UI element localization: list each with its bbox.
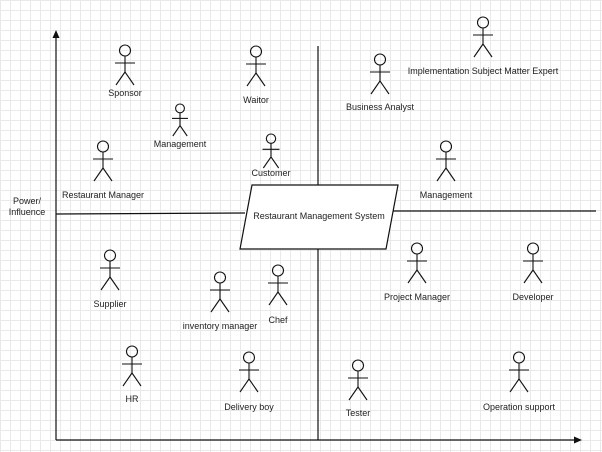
actor-head (96, 140, 110, 153)
y-axis-arrowhead (52, 30, 60, 38)
actor-head (439, 140, 453, 153)
actor-right-leg (518, 378, 529, 393)
actor-right-leg (357, 386, 368, 401)
actor-label-operation-support: Operation support (482, 402, 556, 412)
actor-figure-tester (348, 359, 368, 401)
actor-head (512, 351, 526, 364)
actor-head (410, 242, 424, 255)
actor-label-implementation-sme: Implementation Subject Matter Expert (407, 66, 559, 76)
actor-right-leg (482, 43, 493, 58)
actor-label-developer: Developer (512, 292, 554, 302)
actor-figure-hr (122, 345, 142, 387)
actor-head (265, 133, 277, 144)
actor-label-supplier: Supplier (93, 299, 127, 309)
actor-figure-business-analyst (370, 53, 390, 95)
actor-head (373, 53, 387, 66)
actor-figure-developer (523, 242, 543, 284)
actor-figure-customer (262, 133, 280, 169)
actor-figure-restaurant-manager (93, 140, 113, 182)
actor-figures (93, 16, 543, 401)
actor-head (242, 351, 256, 364)
actor-figure-operation-support (509, 351, 529, 393)
actor-left-leg (115, 71, 126, 86)
actor-label-restaurant-manager: Restaurant Manager (61, 190, 145, 200)
actor-right-leg (124, 71, 135, 86)
actor-left-leg (172, 125, 181, 137)
actor-label-waitor: Waitor (243, 95, 269, 105)
actor-right-leg (270, 156, 280, 169)
actor-left-leg (239, 378, 250, 393)
system-box (239, 184, 399, 250)
actor-right-leg (532, 269, 543, 284)
actor-left-leg (210, 298, 221, 313)
actor-left-leg (268, 291, 279, 306)
actor-label-hr: HR (125, 394, 139, 404)
actor-left-leg (122, 372, 133, 387)
actor-left-leg (246, 72, 257, 87)
actor-label-customer: Customer (251, 168, 291, 178)
actor-head (175, 103, 185, 114)
actor-figure-sponsor (115, 44, 135, 86)
actor-label-tester: Tester (345, 408, 371, 418)
actor-head (103, 249, 117, 262)
actor-left-leg (93, 167, 104, 182)
actor-figure-management-right (436, 140, 456, 182)
x-axis-arrowhead (574, 436, 582, 444)
actor-left-leg (509, 378, 520, 393)
actor-figure-chef (268, 264, 288, 306)
actor-label-delivery-boy: Delivery boy (224, 402, 274, 412)
actor-right-leg (255, 72, 266, 87)
actor-head (476, 16, 490, 29)
actor-left-leg (523, 269, 534, 284)
actor-right-leg (219, 298, 230, 313)
actor-figure-supplier (100, 249, 120, 291)
actor-head (351, 359, 365, 372)
actor-head (271, 264, 285, 277)
actor-label-management-left: Management (153, 139, 207, 149)
y-axis-label-line2: Influence (8, 207, 46, 217)
actor-left-leg (348, 386, 359, 401)
actor-head (526, 242, 540, 255)
actor-right-leg (445, 167, 456, 182)
y-axis-label-line1: Power/ (12, 196, 41, 206)
actor-right-leg (179, 125, 188, 137)
actor-label-management-right: Management (419, 190, 473, 200)
y-axis-label: Power/ Influence (4, 196, 50, 218)
actor-label-sponsor: Sponsor (108, 88, 142, 98)
actor-figure-management-left (172, 103, 188, 137)
system-box-label: Restaurant Management System (253, 211, 385, 221)
actor-right-leg (248, 378, 259, 393)
actor-left-leg (262, 156, 272, 169)
actor-left-leg (370, 80, 381, 95)
actor-figure-implementation-sme (473, 16, 493, 58)
actor-head (125, 345, 139, 358)
actor-label-inventory-manager: inventory manager (182, 321, 258, 331)
actor-left-leg (473, 43, 484, 58)
actor-figure-project-manager (407, 242, 427, 284)
actor-left-leg (407, 269, 418, 284)
actor-label-project-manager: Project Manager (383, 292, 451, 302)
actor-figure-delivery-boy (239, 351, 259, 393)
horizontal-divider-left (55, 212, 246, 215)
actor-right-leg (109, 276, 120, 291)
actor-head (213, 271, 227, 284)
actor-label-business-analyst: Business Analyst (345, 102, 415, 112)
actor-right-leg (131, 372, 142, 387)
actor-figure-waitor (246, 45, 266, 87)
actor-right-leg (277, 291, 288, 306)
actor-label-chef: Chef (268, 315, 288, 325)
actor-left-leg (436, 167, 447, 182)
actor-right-leg (416, 269, 427, 284)
actor-right-leg (102, 167, 113, 182)
actor-head (118, 44, 132, 57)
actor-left-leg (100, 276, 111, 291)
actor-figure-inventory-manager (210, 271, 230, 313)
actor-right-leg (379, 80, 390, 95)
actor-head (249, 45, 263, 58)
